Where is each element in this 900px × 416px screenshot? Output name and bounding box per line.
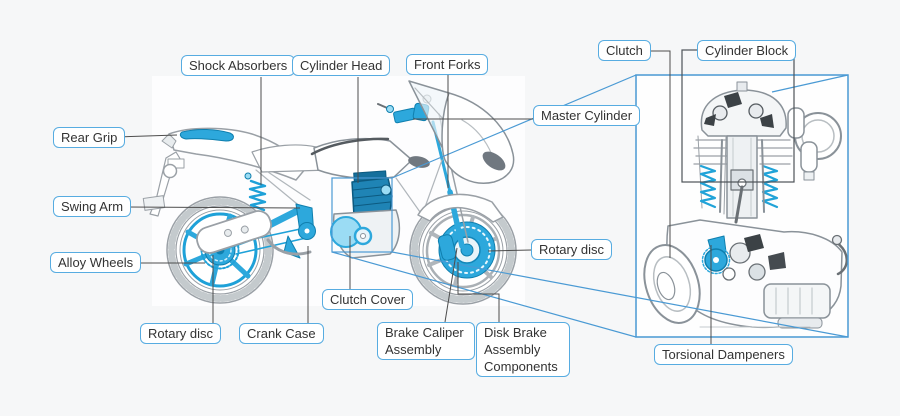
label-connector-lines [115, 50, 712, 344]
label-front-forks: Front Forks [406, 54, 489, 75]
front-fender [417, 193, 504, 223]
label-clutch-cover: Clutch Cover [322, 289, 414, 310]
rear-grip-part [179, 129, 234, 142]
fuel-tank [313, 137, 413, 180]
engine-detail-box [635, 74, 849, 338]
label-rear-grip: Rear Grip [53, 127, 126, 148]
label-rotary-disc-front: Rotary disc [531, 239, 613, 260]
front-wheel [409, 197, 517, 305]
label-torsional-dampeners: Torsional Dampeners [654, 344, 793, 365]
label-swing-arm: Swing Arm [53, 196, 132, 217]
valve-spring [761, 164, 779, 209]
zoom-callout-lines [331, 74, 849, 338]
label-cylinder-block: Cylinder Block [697, 40, 797, 61]
front-brake-caliper [437, 234, 457, 261]
label-shock-absorbers: Shock Absorbers [181, 55, 296, 76]
label-master-cylinder: Master Cylinder [533, 105, 641, 126]
shock-absorber-part [244, 172, 267, 212]
label-clutch: Clutch [598, 40, 651, 61]
label-alloy-wheels: Alloy Wheels [50, 252, 142, 273]
label-rotary-disc-rear: Rotary disc [140, 323, 222, 344]
valve-spring [699, 164, 717, 209]
motorcycle-illustration [142, 80, 517, 305]
exhaust-muffler [196, 210, 272, 254]
fairing-vent [482, 151, 506, 171]
label-brake-caliper-assembly: Brake Caliper Assembly [377, 322, 475, 360]
label-crank-case: Crank Case [239, 323, 324, 344]
front-brake-rotor [438, 221, 496, 279]
label-cylinder-head: Cylinder Head [292, 55, 391, 76]
engine-zoom-region-outline [331, 177, 393, 253]
label-disk-brake-assembly-components: Disk Brake Assembly Components [476, 322, 570, 377]
